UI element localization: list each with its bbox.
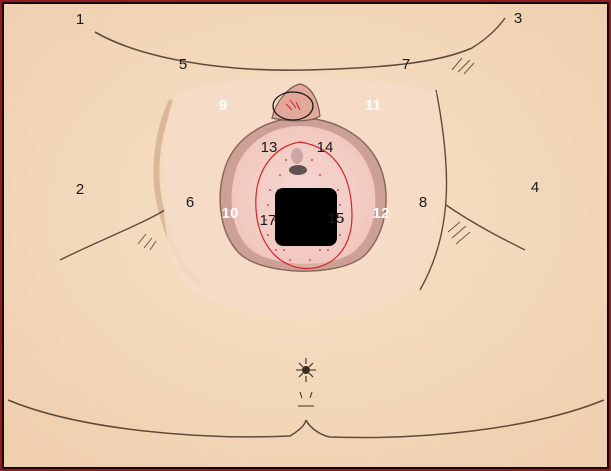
region-label-6: 6 [186,194,194,211]
region-label-13: 13 [261,139,278,156]
region-label-12: 12 [373,205,390,222]
region-label-4: 4 [531,179,539,196]
region-label-14: 14 [317,139,334,156]
region-label-8: 8 [419,194,427,211]
region-label-1: 1 [76,11,84,28]
region-label-17: 17 [260,212,277,229]
region-label-5: 5 [179,56,187,73]
region-label-3: 3 [514,10,522,27]
region-label-2: 2 [76,181,84,198]
region-label-10: 10 [222,205,239,222]
region-label-9: 9 [219,97,227,114]
region-label-7: 7 [402,56,410,73]
region-label-15: 15 [328,210,345,227]
region-label-11: 11 [365,97,381,114]
